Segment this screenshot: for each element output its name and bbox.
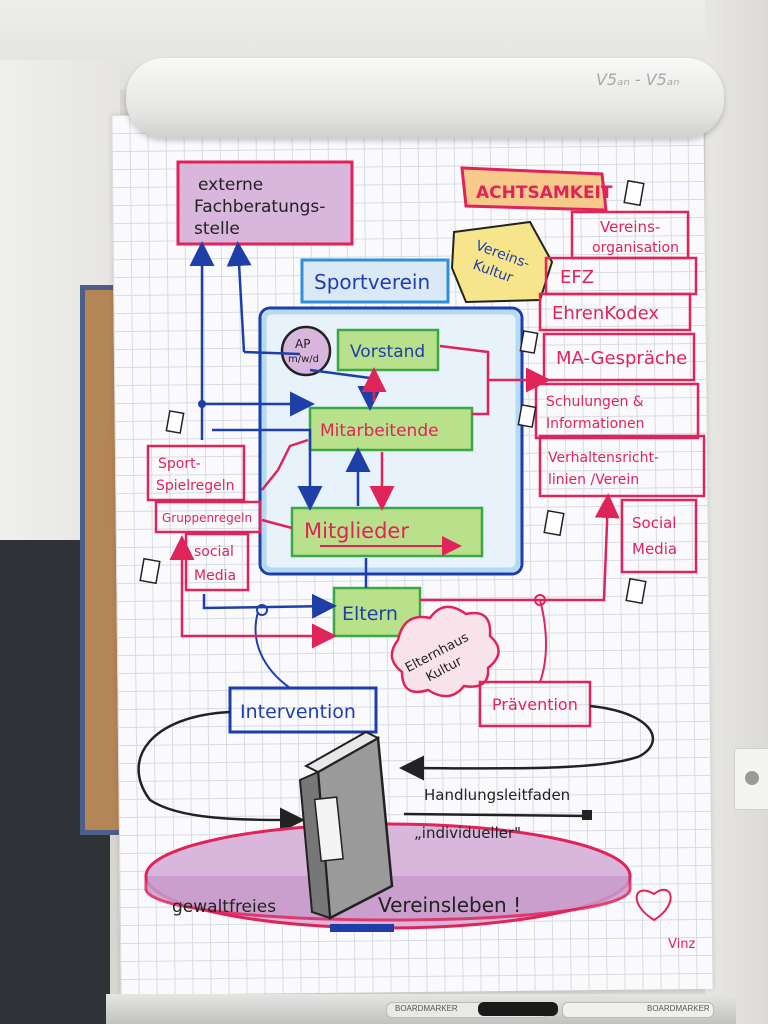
arrow-to-mitglieder bbox=[212, 428, 323, 511]
schulungen-box bbox=[534, 382, 700, 440]
gruppenregeln-box bbox=[154, 500, 262, 534]
ehrenkodex-box bbox=[538, 292, 692, 332]
gewaltfreies-label: gewaltfreies bbox=[172, 897, 276, 917]
intervention-connector bbox=[254, 611, 291, 689]
node-dot-1 bbox=[198, 400, 206, 408]
social-media-left-line-1: social bbox=[194, 544, 234, 560]
platform-mark bbox=[330, 924, 394, 932]
social-media-right-box bbox=[620, 498, 698, 574]
schulungen-line-2: Informationen bbox=[546, 416, 645, 432]
binder-pages bbox=[303, 730, 381, 774]
intervention-to-binder bbox=[137, 710, 305, 833]
document-icon bbox=[517, 404, 537, 428]
document-icon bbox=[623, 179, 645, 207]
intervention-box bbox=[228, 686, 378, 734]
ma-gespraeche-box bbox=[542, 332, 696, 382]
sportverein-label: Sportverein bbox=[314, 270, 430, 294]
document-icon bbox=[519, 330, 539, 354]
socket-hole bbox=[745, 771, 759, 785]
vorstand-box bbox=[336, 328, 440, 372]
external-advice-box bbox=[176, 160, 354, 246]
eltern-to-verhaltensrichtlinien bbox=[420, 493, 620, 602]
social-media-left-box bbox=[184, 532, 250, 592]
praevention-connector bbox=[539, 599, 547, 683]
mitarbeitende-box bbox=[308, 406, 474, 452]
document-icon bbox=[165, 410, 185, 434]
mitarbeitende-to-right bbox=[472, 380, 490, 416]
individueller-label: „individueller" bbox=[414, 824, 521, 842]
ma-gespraeche-label: MA-Gespräche bbox=[556, 348, 687, 369]
sport-spielregeln-box bbox=[146, 444, 246, 502]
praevention-box bbox=[478, 680, 592, 728]
binder-spine bbox=[298, 770, 332, 920]
ap-label: AP bbox=[295, 337, 310, 351]
power-socket bbox=[734, 748, 768, 810]
left-to-eltern bbox=[180, 592, 337, 649]
roll-text: V5ₐₙ - V5ₐₙ bbox=[596, 70, 680, 89]
ap-sub: m/w/d bbox=[288, 354, 319, 365]
verhaltensrichtlinien-line-1: Verhaltensricht- bbox=[548, 450, 659, 466]
document-icon bbox=[139, 557, 161, 585]
vereinsleben-label: Vereinsleben ! bbox=[378, 893, 521, 917]
marker-label-2: BOARDMARKER bbox=[647, 1004, 710, 1013]
handlungsleitfaden-label: Handlungsleitfaden bbox=[424, 786, 570, 804]
intervention-label: Intervention bbox=[240, 701, 356, 723]
sport-spielregeln-line-2: Spielregeln bbox=[156, 478, 235, 494]
ap-connector bbox=[243, 350, 301, 356]
social-media-right-line-1: Social bbox=[632, 514, 676, 532]
vorstand-to-right bbox=[439, 344, 551, 393]
handlungsleitfaden-line bbox=[403, 812, 591, 818]
vereinsorganisation-line-2: organisation bbox=[592, 240, 679, 256]
handlungsleitfaden-end bbox=[582, 810, 592, 820]
elternhaus-cloud bbox=[390, 605, 500, 698]
mitglieder-label: Mitglieder bbox=[304, 519, 409, 543]
platform-side bbox=[144, 876, 632, 922]
marker-cap bbox=[478, 1002, 558, 1016]
node-dot-3 bbox=[534, 594, 546, 606]
document-icon bbox=[625, 577, 647, 605]
ehrenkodex-label: EhrenKodex bbox=[552, 303, 659, 324]
efz-label: EFZ bbox=[560, 267, 594, 288]
verhaltensrichtlinien-line-2: linien /Verein bbox=[548, 472, 639, 488]
paper-roll: V5ₐₙ - V5ₐₙ bbox=[126, 58, 724, 138]
mitarbeitende-label: Mitarbeitende bbox=[320, 421, 439, 441]
sportverein-label-box bbox=[300, 258, 450, 304]
sport-spielregeln-line-1: Sport- bbox=[158, 456, 201, 472]
gruppenregeln-label: Gruppenregeln bbox=[162, 511, 252, 525]
social-media-left-line-2: Media bbox=[194, 568, 236, 584]
marker-label-1: BOARDMARKER bbox=[395, 1004, 458, 1013]
signature: Vinz bbox=[668, 937, 695, 952]
binder-label bbox=[313, 796, 344, 862]
achtsamkeit-banner bbox=[460, 166, 608, 212]
social-media-right-line-2: Media bbox=[632, 540, 677, 558]
vereinsorganisation-line-1: Vereins- bbox=[600, 218, 660, 236]
mitarbeitende-to-left bbox=[261, 438, 309, 491]
arrow-to-external-2 bbox=[226, 241, 252, 353]
ap-circle bbox=[280, 325, 332, 377]
praevention-to-binder bbox=[399, 704, 655, 781]
vorstand-label: Vorstand bbox=[350, 342, 425, 362]
arrow-to-eltern bbox=[202, 593, 337, 619]
mitglieder-to-gruppenregeln bbox=[261, 518, 293, 530]
heart-icon bbox=[635, 888, 672, 922]
whiteboard-marker: BOARDMARKER bbox=[562, 1002, 714, 1018]
document-icon bbox=[543, 509, 565, 537]
external-line-1: externe bbox=[198, 175, 263, 195]
verhaltensrichtlinien-box bbox=[538, 434, 706, 498]
eltern-label: Eltern bbox=[342, 603, 398, 625]
achtsamkeit-label: ACHTSAMKEIT bbox=[476, 183, 613, 203]
external-line-3: stelle bbox=[194, 219, 240, 239]
node-dot-2 bbox=[256, 604, 268, 616]
sportverein-glow bbox=[261, 309, 521, 573]
praevention-label: Prävention bbox=[492, 695, 578, 714]
schulungen-line-1: Schulungen & bbox=[546, 394, 644, 410]
flipchart-tray: BOARDMARKER BOARDMARKER bbox=[106, 994, 736, 1024]
external-line-2: Fachberatungs- bbox=[194, 197, 325, 217]
wall-right bbox=[705, 0, 768, 1024]
